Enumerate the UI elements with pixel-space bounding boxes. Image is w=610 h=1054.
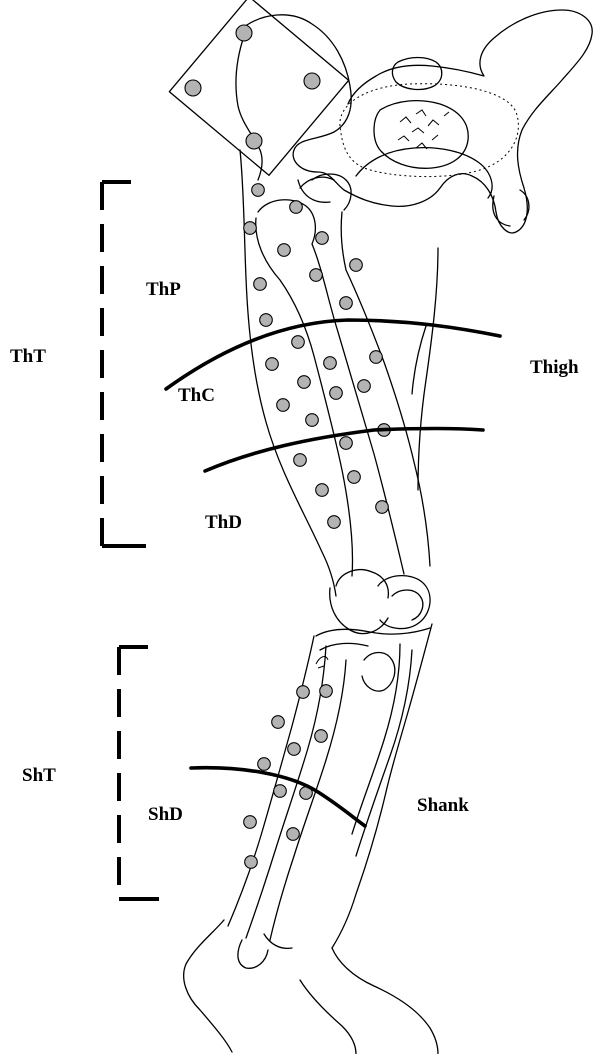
thigh-marker — [350, 259, 363, 272]
thigh-marker — [328, 516, 341, 529]
thigh-marker — [277, 399, 290, 412]
thigh-marker — [278, 244, 291, 257]
thigh-marker — [260, 314, 273, 327]
thigh-marker — [376, 501, 389, 514]
thigh-total-bracket — [102, 182, 146, 546]
thigh-marker — [252, 184, 265, 197]
thigh-marker — [370, 351, 383, 364]
shank-marker — [315, 730, 328, 743]
thigh-marker — [310, 269, 323, 282]
pelvis-marker — [246, 133, 262, 149]
thigh-proximal-divider — [166, 320, 500, 389]
thigh-marker — [266, 358, 279, 371]
label-tht: ThT — [10, 346, 46, 367]
thigh-marker — [340, 437, 353, 450]
pelvis-marker — [304, 73, 320, 89]
label-thc: ThC — [178, 385, 215, 406]
thigh-marker — [316, 232, 329, 245]
shank-marker — [287, 828, 300, 841]
label-thigh: Thigh — [530, 357, 579, 378]
foot-outline — [184, 920, 438, 1054]
thigh-marker — [330, 387, 343, 400]
pelvis-marker — [185, 80, 201, 96]
thigh-distal-divider — [205, 429, 483, 472]
knee-outline — [316, 570, 430, 691]
label-thp: ThP — [146, 279, 181, 300]
thigh-marker — [324, 357, 337, 370]
thigh-marker — [340, 297, 353, 310]
thigh-outline — [240, 150, 438, 596]
thigh-marker — [298, 376, 311, 389]
shank-marker — [274, 785, 287, 798]
thigh-marker — [306, 414, 319, 427]
shank-marker — [272, 716, 285, 729]
shank-marker — [297, 686, 310, 699]
label-shank: Shank — [417, 795, 469, 816]
shank-total-bracket — [119, 647, 159, 899]
thigh-marker — [294, 454, 307, 467]
thigh-marker — [244, 222, 257, 235]
thigh-marker — [348, 471, 361, 484]
label-sht: ShT — [22, 765, 56, 786]
thigh-marker — [292, 336, 305, 349]
label-shd: ShD — [148, 804, 183, 825]
label-thd: ThD — [205, 512, 242, 533]
thigh-marker — [254, 278, 267, 291]
shank-marker — [288, 743, 301, 756]
shank-marker — [245, 856, 258, 869]
shank-marker — [320, 685, 333, 698]
thigh-marker — [358, 380, 371, 393]
pelvis-marker — [236, 25, 252, 41]
thigh-marker — [290, 201, 303, 214]
thigh-marker — [316, 484, 329, 497]
shank-marker — [244, 816, 257, 829]
shank-marker — [258, 758, 271, 771]
shank-outline — [228, 624, 432, 948]
